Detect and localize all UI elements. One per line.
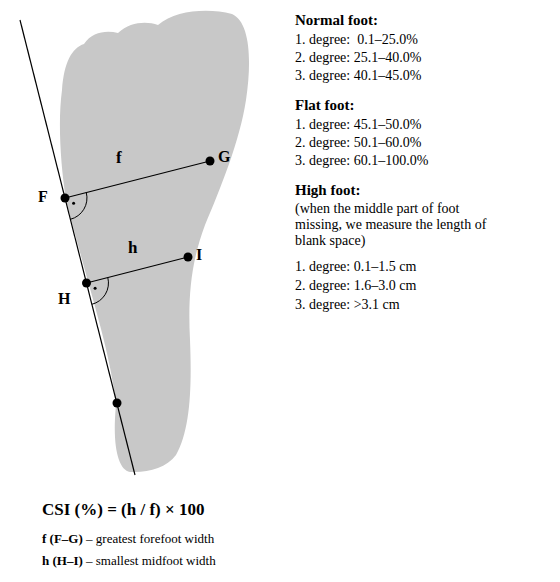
degree-range: 2. degree: 1.6–3.0 cm bbox=[295, 278, 416, 294]
definition-text: – smallest midfoot width bbox=[83, 554, 216, 569]
point-letter: G bbox=[218, 148, 230, 166]
heel-point bbox=[113, 399, 122, 408]
degree-range: 1. degree: 0.1–25.0% bbox=[295, 32, 418, 48]
midfoot-width-line bbox=[87, 257, 189, 283]
tangent-line bbox=[20, 20, 135, 475]
point-i bbox=[184, 253, 193, 262]
definition-text: – greatest forefoot width bbox=[83, 532, 214, 547]
right-angle-mark bbox=[92, 278, 109, 305]
category-heading: Normal foot: bbox=[295, 12, 378, 29]
point-letter: F bbox=[38, 188, 48, 206]
point-h bbox=[82, 279, 91, 288]
angle-dot bbox=[94, 287, 97, 290]
degree-range: 2. degree: 25.1–40.0% bbox=[295, 50, 421, 66]
segment-letter: h bbox=[128, 238, 137, 258]
degree-range: 3. degree: >3.1 cm bbox=[295, 297, 400, 313]
definition-term: h (H–I) bbox=[42, 554, 83, 569]
degree-range: 3. degree: 40.1–45.0% bbox=[295, 68, 421, 84]
degree-range: 3. degree: 60.1–100.0% bbox=[295, 153, 428, 169]
degree-range: 2. degree: 50.1–60.0% bbox=[295, 135, 421, 151]
category-heading: High foot: bbox=[295, 182, 360, 199]
degree-range: 1. degree: 45.1–50.0% bbox=[295, 117, 421, 133]
angle-dot bbox=[72, 202, 75, 205]
foot-silhouette bbox=[60, 11, 249, 472]
category-heading: Flat foot: bbox=[295, 97, 355, 114]
formula: CSI (%) = (h / f) × 100 bbox=[42, 500, 204, 520]
right-angle-mark bbox=[70, 193, 87, 220]
point-g bbox=[206, 157, 215, 166]
degree-range: 1. degree: 0.1–1.5 cm bbox=[295, 259, 416, 275]
note: (when the middle part of foot missing, w… bbox=[295, 201, 510, 249]
point-letter: H bbox=[58, 290, 70, 308]
forefoot-width-line bbox=[65, 161, 210, 198]
point-f bbox=[61, 194, 70, 203]
definition-term: f (F–G) bbox=[42, 532, 83, 547]
point-letter: I bbox=[196, 246, 202, 264]
segment-letter: f bbox=[116, 148, 122, 168]
